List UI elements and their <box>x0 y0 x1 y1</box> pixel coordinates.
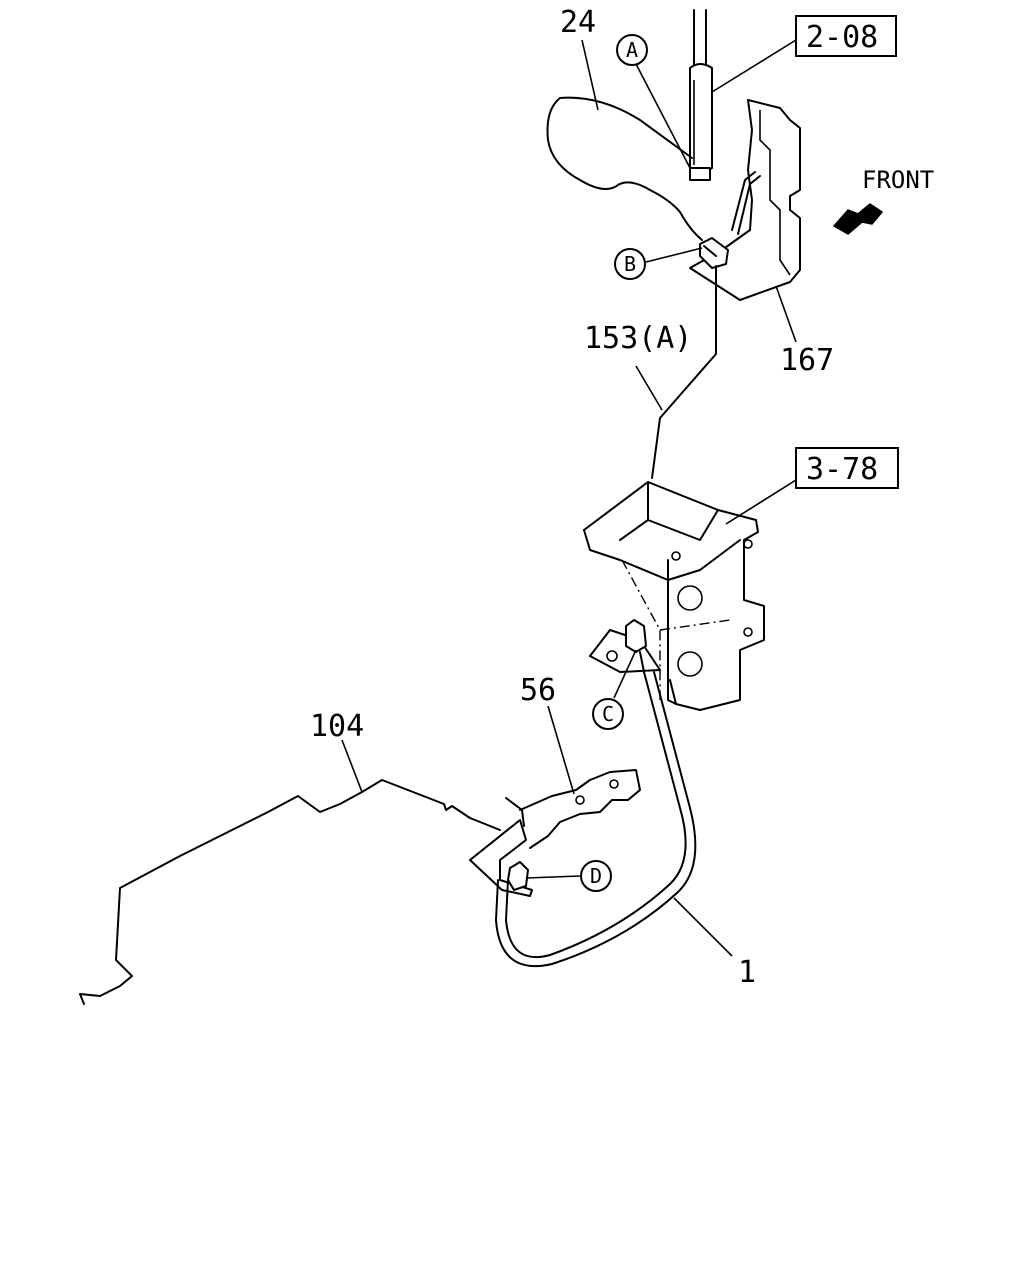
part-label-167: 167 <box>780 343 834 378</box>
ref-box-2-08: 2-08 <box>795 15 897 57</box>
part-label-104: 104 <box>310 709 364 744</box>
ref-box-3-78: 3-78 <box>795 447 899 489</box>
part-label-24: 24 <box>560 5 596 40</box>
callout-b: B <box>614 248 646 280</box>
fitting-c <box>589 619 661 673</box>
cylinder-rod <box>689 9 713 181</box>
fitting-b <box>699 237 729 269</box>
callout-a: A <box>616 34 648 66</box>
callout-c-label: C <box>602 702 614 726</box>
callout-b-label: B <box>624 252 636 276</box>
line-part-104 <box>79 779 501 1005</box>
bracket-part-56 <box>469 769 641 897</box>
part-label-1: 1 <box>738 955 756 990</box>
leader-lines <box>341 39 797 957</box>
pipe-part-1 <box>495 671 697 968</box>
bracket-part-167 <box>689 99 801 301</box>
callout-a-label: A <box>626 38 638 62</box>
arrow-icon <box>833 203 883 235</box>
ref-label-3-78: 3-78 <box>806 452 878 487</box>
ref-label-2-08: 2-08 <box>806 20 878 55</box>
part-label-56: 56 <box>520 673 556 708</box>
pipe-part-153a <box>651 265 717 479</box>
front-label: FRONT <box>862 166 934 194</box>
callout-d: D <box>580 860 612 892</box>
bracket-ref-3-78 <box>583 481 765 711</box>
callout-d-label: D <box>590 864 602 888</box>
reservoir-part-24 <box>546 96 703 241</box>
callout-c: C <box>592 698 624 730</box>
part-label-153a: 153(A) <box>584 321 692 356</box>
